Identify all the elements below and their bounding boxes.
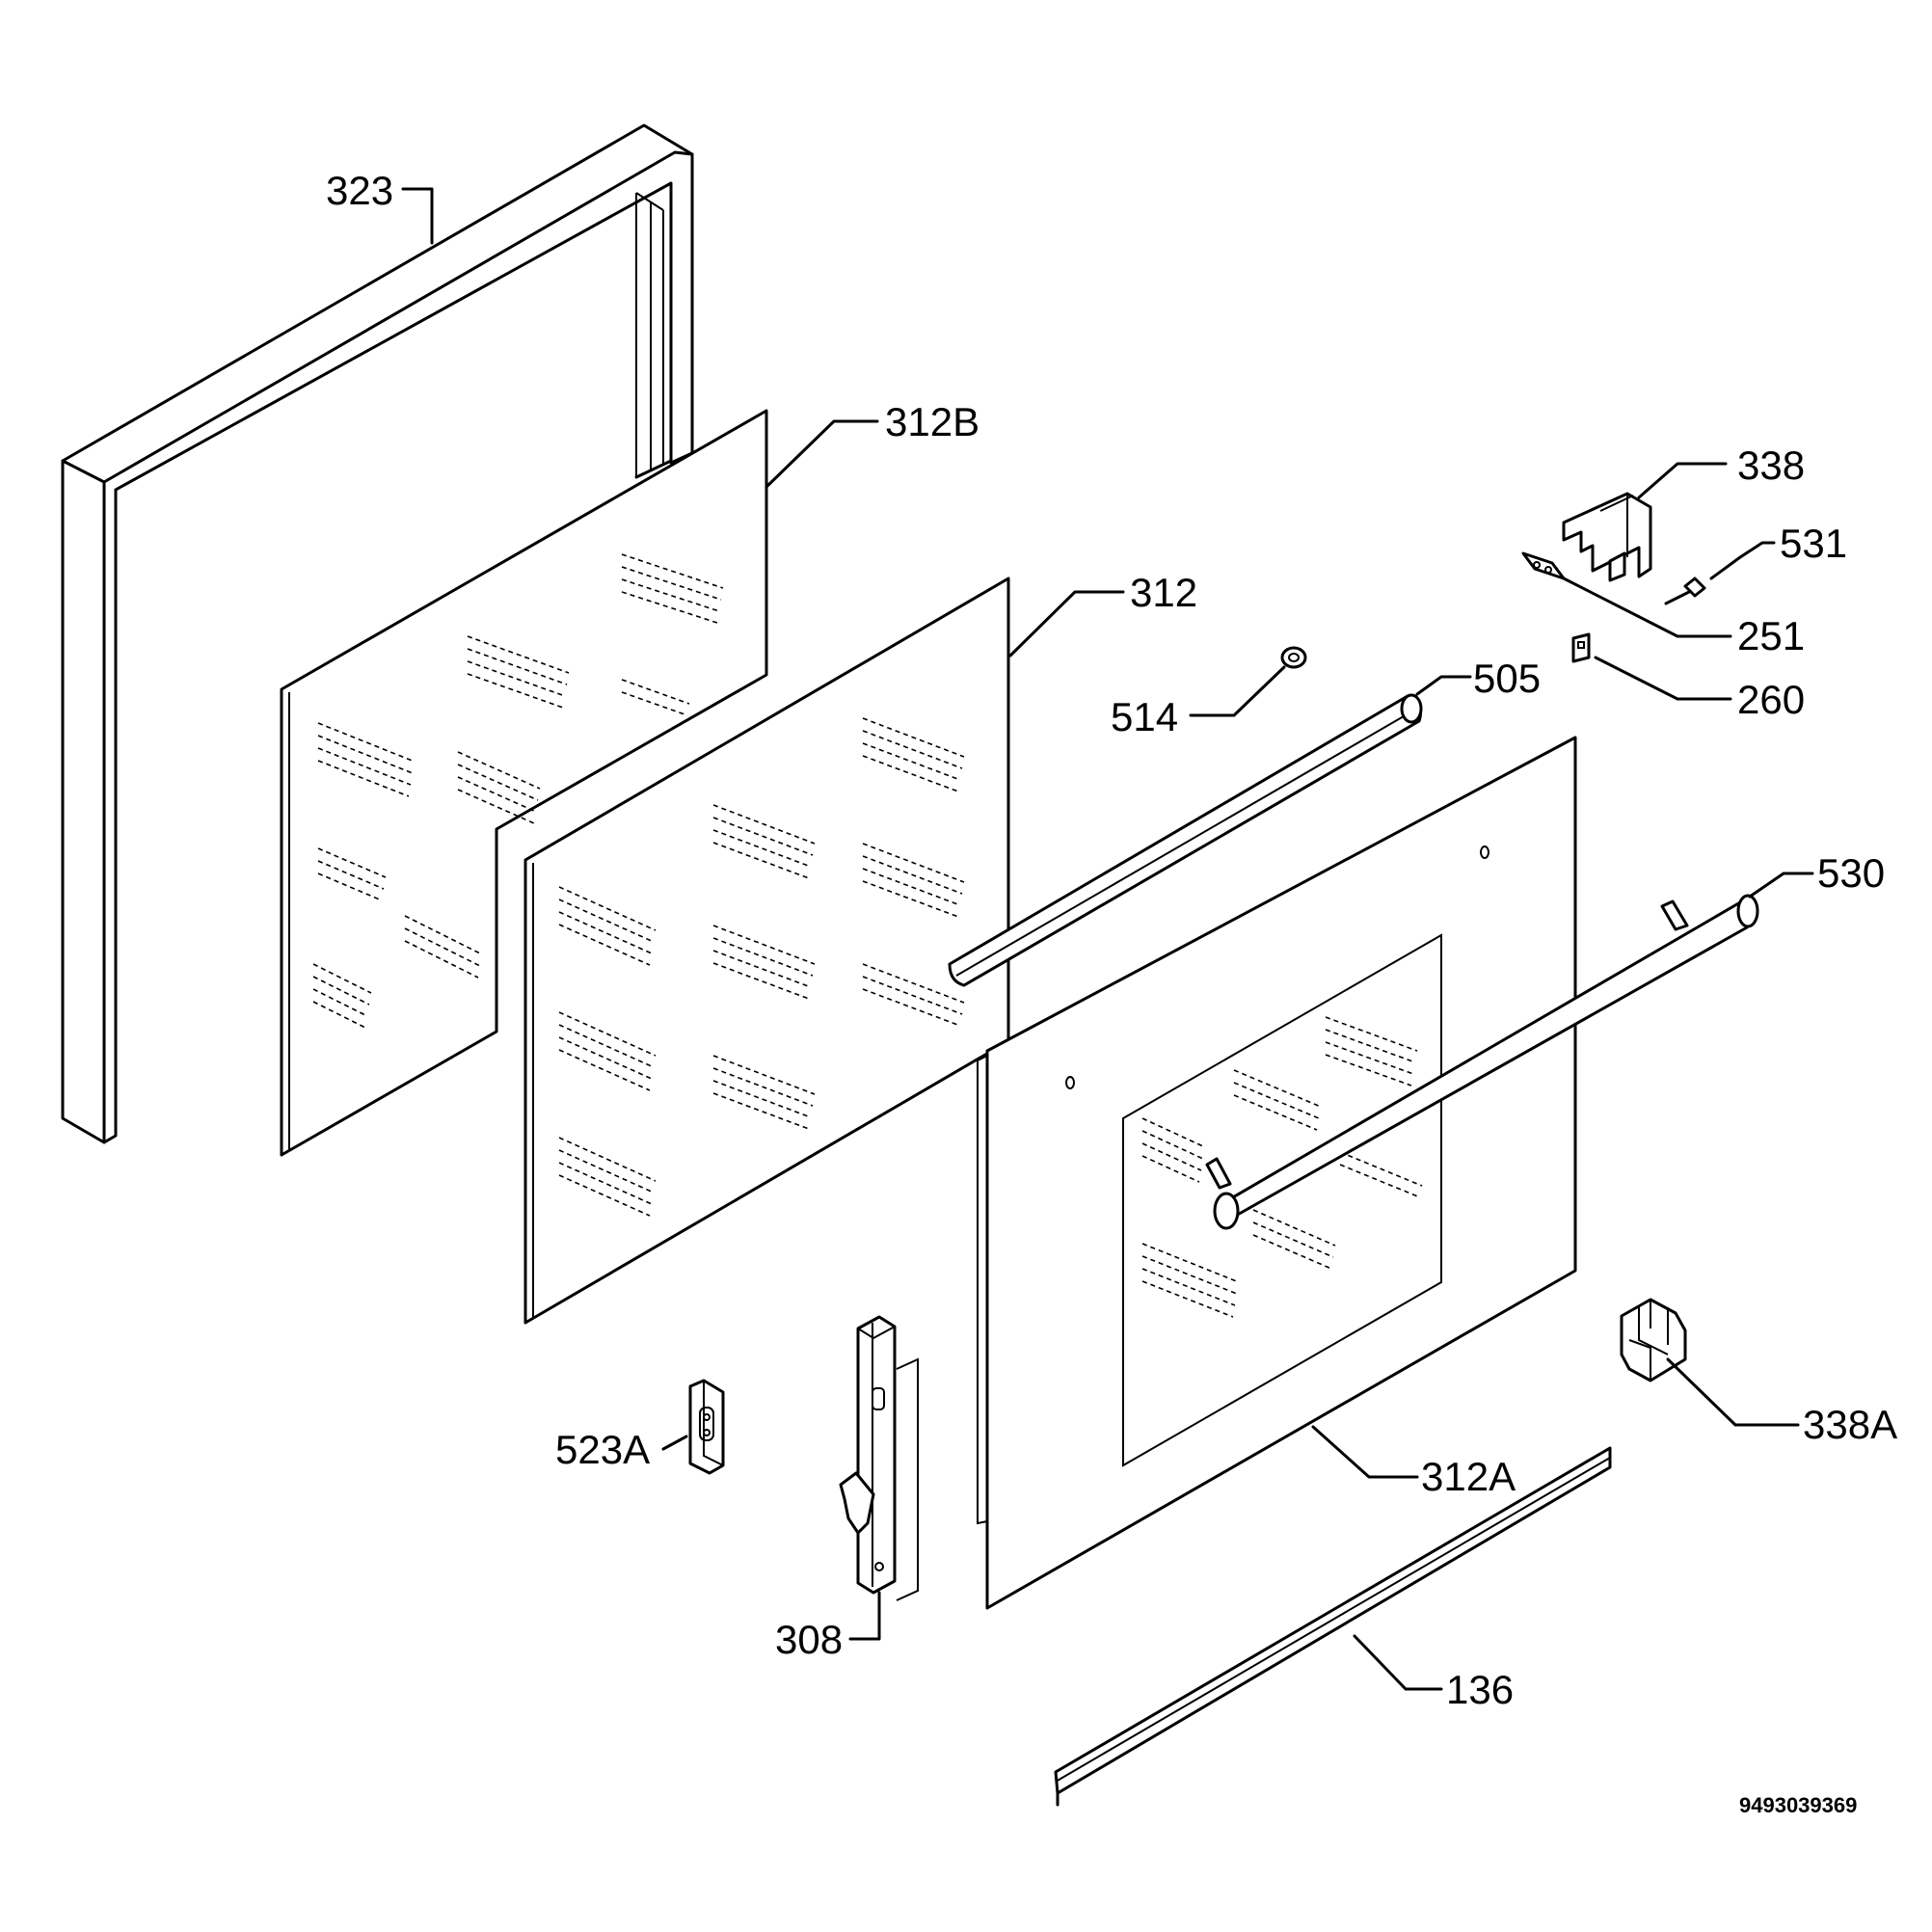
part-323-door-frame (61, 123, 694, 1144)
part-505-top-trim (948, 693, 1423, 987)
glass-pattern-312A (1141, 1016, 1423, 1318)
label-523A: 523A (555, 1427, 650, 1472)
label-531: 531 (1780, 521, 1847, 566)
part-260-spring (1571, 632, 1591, 663)
label-251: 251 (1737, 613, 1805, 658)
part-514-nut (1280, 646, 1307, 669)
label-312B: 312B (885, 399, 979, 444)
label-260: 260 (1737, 677, 1805, 722)
part-labels: 323 312B 312 338 531 251 260 514 505 530… (326, 168, 1897, 1712)
drawing-code: 9493039369 (1739, 1793, 1857, 1817)
part-251-clip (1521, 551, 1566, 580)
part-338-upper-bracket (1562, 492, 1652, 582)
label-530: 530 (1817, 850, 1885, 896)
part-136-bottom-trim (1054, 1446, 1612, 1807)
part-530-handle (1205, 894, 1759, 1230)
label-308: 308 (775, 1617, 843, 1662)
label-338A: 338A (1803, 1402, 1897, 1447)
part-531-screw (1664, 577, 1706, 605)
part-312B-rear-glass (280, 409, 768, 1157)
label-136: 136 (1446, 1667, 1514, 1712)
label-514: 514 (1111, 694, 1178, 739)
label-312A: 312A (1421, 1454, 1516, 1499)
label-338: 338 (1737, 443, 1805, 488)
glass-pattern-312 (558, 717, 965, 1217)
label-505: 505 (1473, 656, 1541, 701)
part-523A-latch (688, 1379, 725, 1475)
part-312-middle-glass (523, 577, 1010, 1325)
glass-pattern-312B (312, 553, 724, 1029)
label-312: 312 (1130, 570, 1197, 615)
part-308-hinge (839, 1315, 919, 1614)
leader-lines (401, 187, 1814, 1691)
label-323: 323 (326, 168, 393, 213)
